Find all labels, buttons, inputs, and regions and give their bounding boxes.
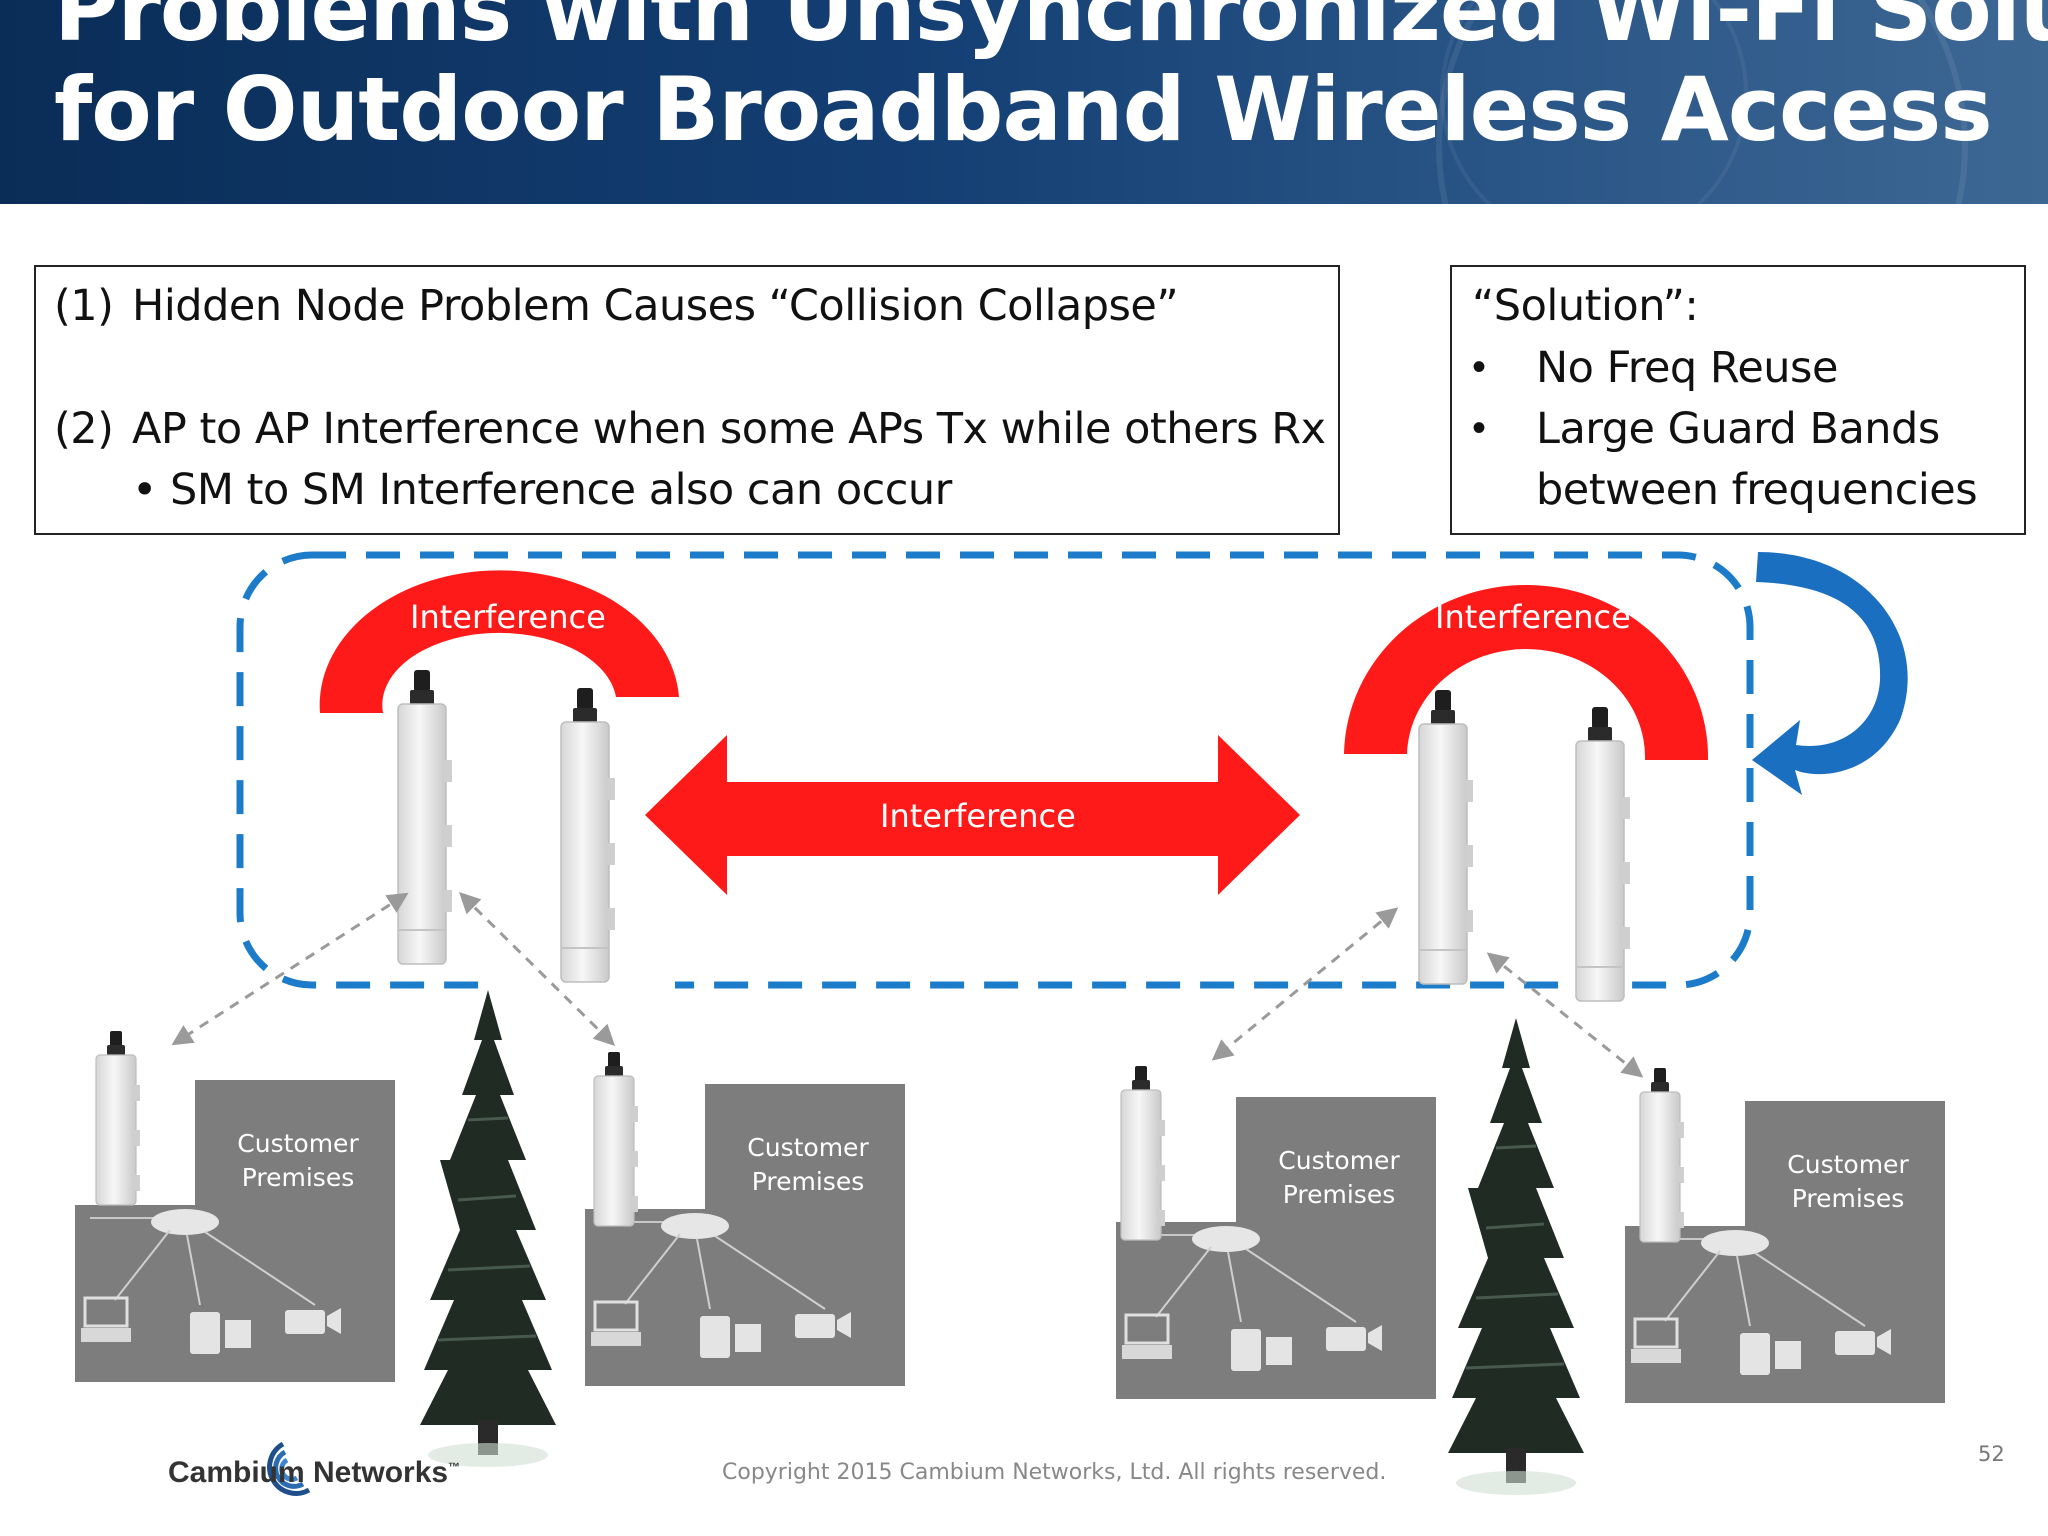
solution-bullet-dot: • [1472, 345, 1487, 389]
problem-1-number: (1) [54, 281, 114, 331]
slide-title-line-2: for Outdoor Broadband Wireless Access [54, 58, 1993, 161]
solution-box: “Solution”: • No Freq Reuse • Large Guar… [1450, 265, 2026, 535]
interference-label-left: Interference [410, 598, 606, 636]
problems-box: (1) Hidden Node Problem Causes “Collisio… [34, 265, 1340, 535]
page-number: 52 [1978, 1442, 2005, 1466]
customer-premises-label: Customer Premises [747, 1133, 869, 1196]
solution-bullet-dot: • [1472, 406, 1487, 450]
solution-bullet-2-continued: between frequencies [1536, 465, 1978, 515]
brand-name: Cambium Networks™ [168, 1456, 461, 1489]
banner-decoration [1440, 0, 1748, 204]
copyright-notice: Copyright 2015 Cambium Networks, Ltd. Al… [722, 1460, 1387, 1485]
problem-1-text: Hidden Node Problem Causes “Collision Co… [132, 281, 1179, 331]
cambium-logo-icon [267, 1441, 311, 1496]
solution-bullet-1: No Freq Reuse [1536, 343, 1838, 393]
solution-heading: “Solution”: [1472, 281, 1699, 331]
customer-premises-label: Customer Premises [237, 1129, 359, 1192]
problem-2-number: (2) [54, 404, 114, 454]
interference-label-center: Interference [880, 797, 1076, 835]
title-banner: Problems with Unsynchronized Wi-Fi Solut… [0, 0, 2048, 204]
solution-bullet-2: Large Guard Bands [1536, 404, 1940, 454]
interference-label-right: Interference [1435, 598, 1631, 636]
customer-premises-label: Customer Premises [1278, 1146, 1400, 1209]
slide-title-line-1: Problems with Unsynchronized Wi-Fi Solut… [54, 0, 2048, 61]
problem-2-sub-bullet: • SM to SM Interference also can occur [132, 465, 952, 515]
problem-2-text: AP to AP Interference when some APs Tx w… [132, 404, 1326, 454]
customer-premises-label: Customer Premises [1787, 1150, 1909, 1213]
